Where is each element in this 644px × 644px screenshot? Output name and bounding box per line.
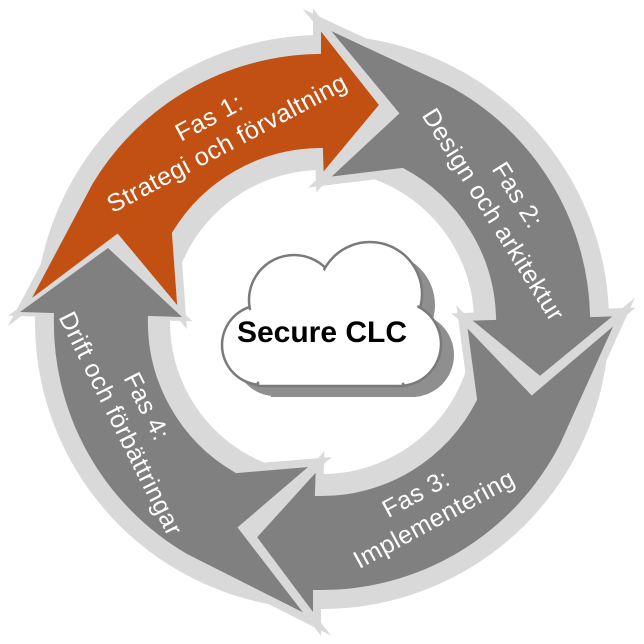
phase-arrow-fas-4-head xyxy=(20,248,182,317)
phase-arrow-fas-4 xyxy=(8,242,333,636)
phase-arrow-fas-2 xyxy=(302,8,636,387)
phase-arrow-fas-3 xyxy=(246,297,635,637)
cloud-interior xyxy=(225,245,438,383)
phase-arrow-fas-1 xyxy=(8,8,390,330)
center-label: Secure CLC xyxy=(237,316,407,349)
